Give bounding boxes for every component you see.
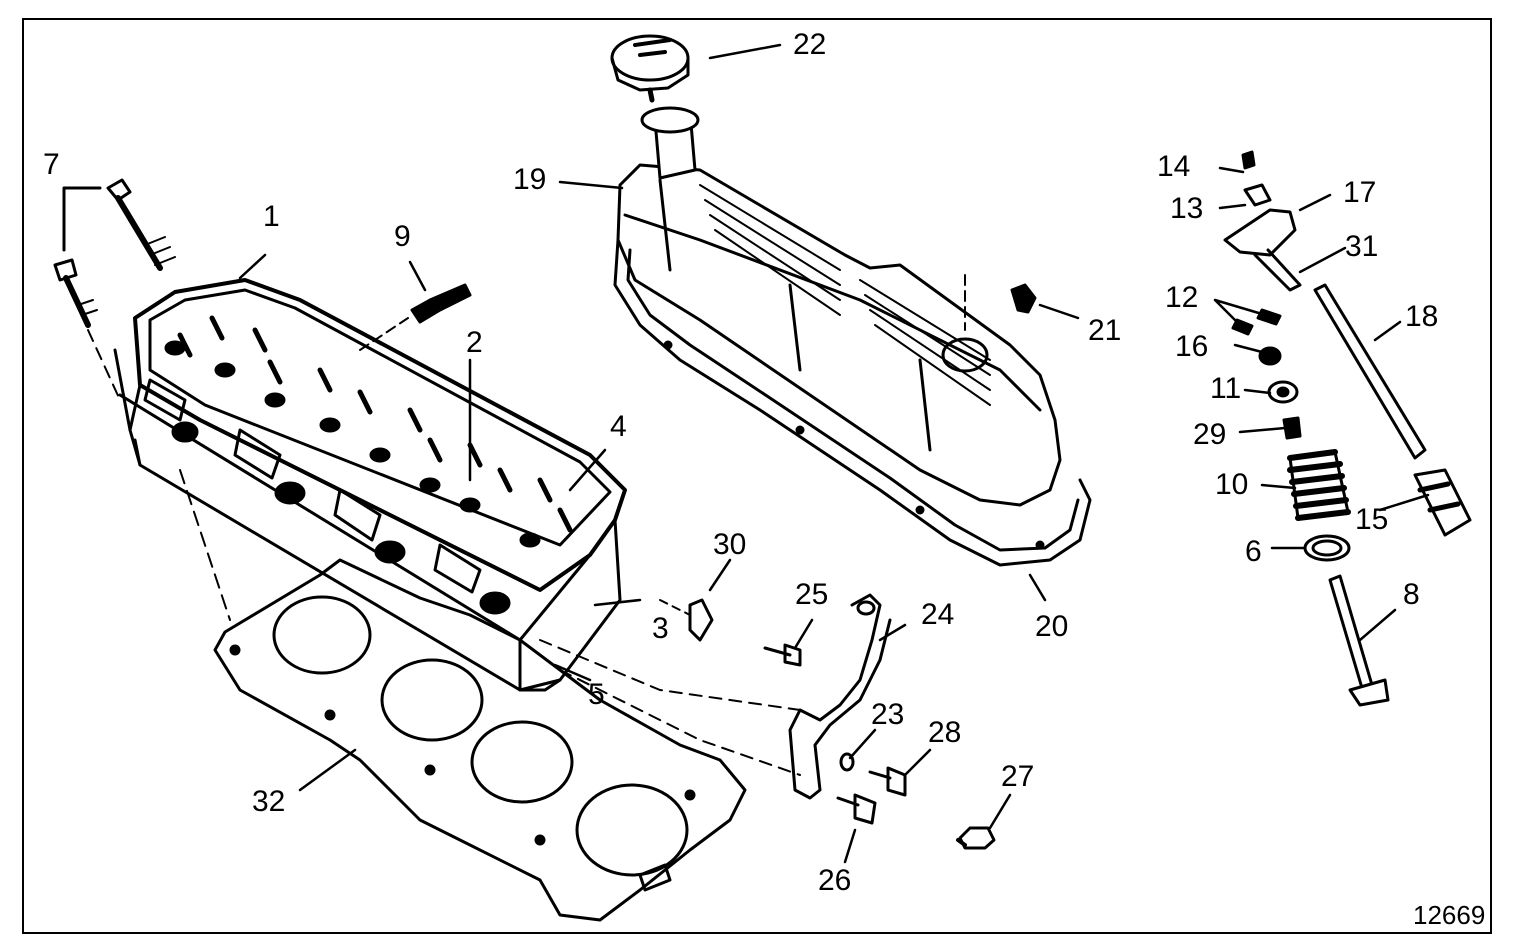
callout-27: 27 [1001, 760, 1035, 793]
callout-25: 25 [795, 578, 829, 611]
seal-16 [1258, 346, 1282, 366]
callout-32: 32 [252, 785, 286, 818]
callout-10: 10 [1215, 468, 1249, 501]
pushrod [1313, 283, 1427, 460]
rocker-arm-assembly [1223, 150, 1302, 292]
callout-21: 21 [1088, 314, 1122, 347]
callout-18: 18 [1405, 300, 1439, 333]
callout-31: 31 [1345, 230, 1379, 263]
pcv-valve [1010, 283, 1037, 314]
stud-30 [659, 598, 714, 642]
callout-26: 26 [818, 864, 852, 897]
rocker-cover-gasket [613, 238, 1092, 567]
bolt-26 [836, 793, 877, 825]
callout-16: 16 [1175, 330, 1209, 363]
valve-spring [1287, 449, 1351, 521]
callout-7: 7 [43, 148, 60, 181]
figure-number: 12669 [1413, 900, 1486, 930]
callout-15: 15 [1355, 503, 1389, 536]
leader-lines [238, 43, 1430, 864]
lifter [1413, 468, 1472, 537]
callout-5: 5 [588, 678, 605, 711]
cylinder-head [113, 278, 627, 692]
callout-20: 20 [1035, 610, 1069, 643]
callout-30: 30 [713, 528, 747, 561]
callout-9: 9 [394, 220, 411, 253]
callout-28: 28 [928, 716, 962, 749]
valve [1328, 574, 1390, 707]
bracket [539, 593, 892, 800]
callout-19: 19 [513, 163, 547, 196]
callout-11: 11 [1210, 372, 1242, 405]
callout-14: 14 [1157, 150, 1191, 183]
callout-23: 23 [871, 698, 905, 731]
head-bolts [53, 178, 176, 401]
washer-23 [839, 752, 855, 772]
seal-29 [1282, 416, 1302, 440]
callout-3: 3 [652, 612, 669, 645]
sensor-27 [956, 826, 996, 850]
rocker-cover [616, 106, 1062, 507]
bolt-28 [868, 766, 907, 797]
head-gasket [179, 469, 747, 922]
spring-shim [1303, 534, 1351, 562]
callout-24: 24 [921, 598, 955, 631]
oil-fill-cap [610, 34, 690, 103]
callout-8: 8 [1403, 578, 1420, 611]
callout-6: 6 [1245, 535, 1262, 568]
callout-1: 1 [263, 200, 280, 233]
callout-4: 4 [610, 410, 627, 443]
callout-29: 29 [1193, 418, 1227, 451]
spark-plug [359, 283, 472, 351]
callout-12: 12 [1165, 281, 1199, 314]
callout-13: 13 [1170, 192, 1204, 225]
callout-2: 2 [466, 326, 483, 359]
callout-22: 22 [793, 28, 827, 61]
callout-17: 17 [1343, 176, 1377, 209]
retainer-11 [1267, 380, 1299, 404]
